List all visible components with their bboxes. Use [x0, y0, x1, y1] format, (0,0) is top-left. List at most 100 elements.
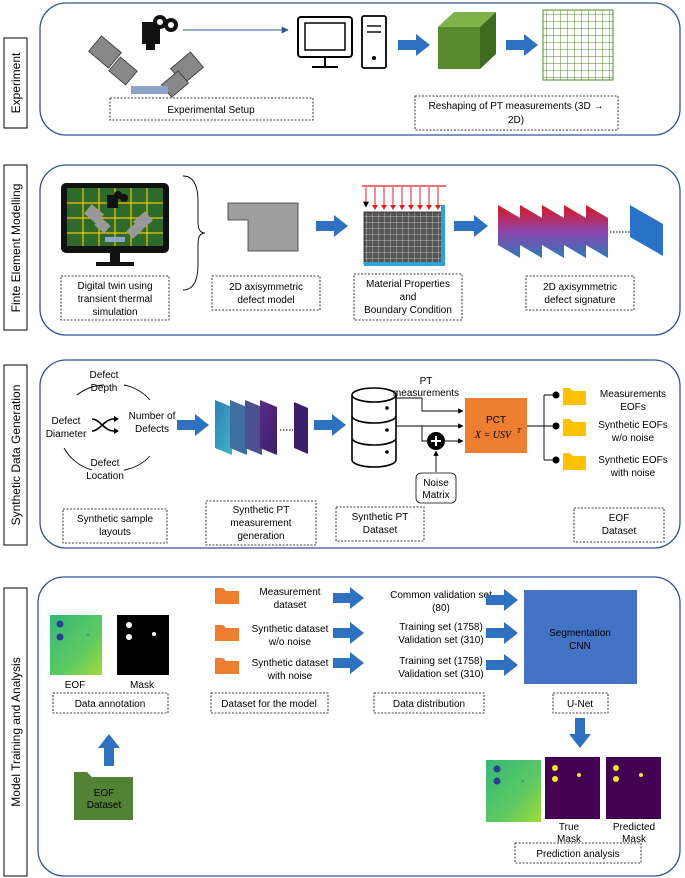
dataset-wo-noise-line1: Synthetic dataset: [252, 624, 329, 635]
caption-dataset-line2: Dataset: [363, 525, 398, 536]
mask-image: [117, 615, 169, 675]
caption-experimental-setup-text: Experimental Setup: [167, 105, 255, 116]
caption-unet: [552, 692, 609, 714]
arrow-layouts-to-generation: [177, 414, 209, 436]
caption-data-distribution: [373, 692, 485, 714]
arrow-cube-to-grid: [506, 34, 538, 56]
noise-matrix-box: [415, 472, 457, 504]
true-mask-line1: True: [559, 822, 580, 833]
label-eof: EOF: [65, 680, 86, 691]
bracket-twin-to-model: [182, 175, 206, 291]
cnn-label-line2: CNN: [569, 641, 591, 652]
label-defect-location-line2: Location: [86, 471, 124, 482]
caption-twin-line1: Digital twin using: [77, 281, 152, 292]
output-dot-2: [552, 422, 560, 430]
folder-icon: [563, 419, 586, 436]
eof-defect-spot: [493, 777, 501, 785]
section-label-experiment: Experiment: [9, 52, 23, 113]
cnn-label-line1: Segmentation: [549, 628, 611, 639]
output-synthetic-with-line2: with noise: [610, 468, 656, 479]
arrow-eof-dataset-up: [98, 734, 120, 766]
caption-dataset-for-model: [210, 692, 329, 714]
dataset-wo-noise-line2: w/o noise: [268, 637, 312, 648]
panel-synthetic: [39, 359, 681, 549]
pct-formula: X = USV: [474, 430, 513, 441]
panel-experiment: [39, 2, 681, 136]
dist-wo-train: Training set (1758): [399, 622, 483, 633]
experimental-setup-illustration: [88, 15, 204, 98]
label-mask: Mask: [130, 680, 155, 691]
caption-gen-line1: Synthetic PT: [233, 505, 290, 516]
folder-icon: [563, 453, 586, 470]
label-defect-diameter-line2: Diameter: [46, 429, 87, 440]
pct-box: [465, 398, 527, 453]
section-label-box-fem: [3, 164, 28, 331]
predicted-mask-spot: [613, 776, 619, 782]
caption-defect-model: [211, 275, 321, 311]
caption-prediction-analysis: [514, 842, 642, 864]
eof-dataset-line2: Dataset: [87, 800, 122, 811]
caption-eof-line1: EOF: [609, 513, 630, 524]
caption-unet-text: U-Net: [567, 699, 593, 710]
caption-reshaping-line1: Reshaping of PT measurements (3D →: [429, 101, 604, 112]
dataset-measurement-line2: dataset: [274, 600, 307, 611]
caption-annotation-text: Data annotation: [75, 699, 146, 710]
pt-data-cube-icon: [438, 12, 496, 69]
arrow-computer-to-cube: [398, 34, 430, 56]
reshaped-grid-icon: [542, 9, 614, 81]
true-mask-spot: [552, 776, 558, 782]
dist-wo-val: Validation set (310): [398, 635, 483, 646]
output-synthetic-wo-line1: Synthetic EOFs: [598, 420, 667, 431]
caption-defect-signature: [525, 275, 635, 311]
label-defect-depth-line2: Depth: [91, 383, 118, 394]
caption-measurement-generation: [205, 500, 317, 546]
section-label-synthetic: Synthetic Data Generation: [9, 385, 23, 526]
arrow-dist1-to-cnn: [486, 589, 518, 611]
predicted-mask-spot: [639, 773, 643, 777]
folder-icon: [563, 388, 586, 405]
caption-model-line2: defect model: [237, 295, 294, 306]
output-dot-3: [552, 456, 560, 464]
caption-dataset-line1: Synthetic PT: [352, 512, 409, 523]
caption-sig-line1: 2D axisymmetric: [543, 282, 617, 293]
mask-defect-spot: [126, 634, 132, 640]
mask-defect-spot: [152, 632, 156, 636]
eof-dataset-folder-icon: [74, 772, 133, 820]
segmentation-cnn-box: [524, 590, 637, 684]
caption-twin-line2: transient thermal: [78, 294, 152, 305]
caption-digital-twin: [60, 275, 170, 321]
defect-parameter-circle: [63, 384, 151, 471]
label-defect-location-line1: Defect: [91, 458, 120, 469]
label-pt-measurements-line1: PT: [420, 376, 433, 387]
plus-icon-glyph: [431, 436, 441, 446]
caption-material-properties: [353, 273, 463, 321]
section-label-box-training: [3, 587, 28, 877]
caption-reshaping: [414, 95, 619, 131]
true-mask-line2: Mask: [557, 834, 582, 845]
dist-with-val: Validation set (310): [398, 669, 483, 680]
caption-distribution-text: Data distribution: [393, 699, 465, 710]
arrow-mesh-to-signature: [454, 215, 488, 237]
label-num-defects-line2: Defects: [135, 424, 169, 435]
caption-sig-line2: defect signature: [544, 295, 616, 306]
panel-training: [37, 576, 681, 877]
arrow-dist2-to-cnn: [486, 622, 518, 644]
caption-layouts-line1: Synthetic sample: [77, 514, 154, 525]
dist-common-line2: (80): [432, 603, 450, 614]
true-mask-spot: [577, 773, 581, 777]
dataset-measurement-line1: Measurement: [259, 587, 320, 598]
section-label-box-experiment: [3, 37, 28, 129]
database-icon: [351, 387, 397, 468]
mask-defect-spot: [126, 622, 132, 628]
arrow-ds3-to-dist3: [333, 652, 364, 674]
dist-with-train: Training set (1758): [399, 656, 483, 667]
arrow-unet-down: [569, 718, 591, 748]
label-pt-measurements-line2: measurements: [393, 388, 459, 399]
dist-common-line1: Common validation set: [390, 590, 492, 601]
caption-gen-line2: measurement: [230, 518, 291, 529]
folder-icon: [215, 625, 239, 641]
caption-twin-line3: simulation: [92, 307, 137, 318]
caption-eof-dataset: [573, 507, 665, 543]
label-noise-line2: Matrix: [422, 490, 449, 501]
pct-label: PCT: [486, 415, 506, 426]
